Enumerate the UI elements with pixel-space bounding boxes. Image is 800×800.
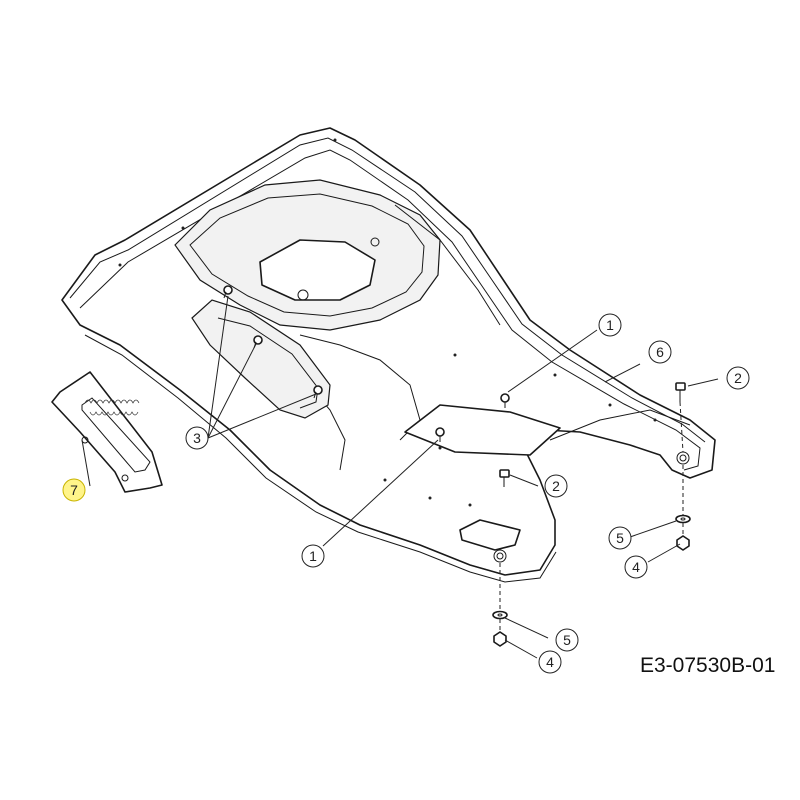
nut-icon bbox=[493, 631, 507, 647]
leader-lines bbox=[81, 295, 719, 659]
bracket-part-7 bbox=[51, 371, 163, 493]
svg-text:6: 6 bbox=[656, 344, 664, 360]
svg-text:3: 3 bbox=[193, 430, 201, 446]
floor-cover-plate bbox=[404, 404, 561, 456]
drawing-code: E3-07530B-01 bbox=[640, 654, 775, 677]
screw-icon bbox=[223, 285, 233, 299]
svg-text:5: 5 bbox=[616, 530, 624, 546]
svg-text:2: 2 bbox=[552, 478, 560, 494]
svg-text:7: 7 bbox=[70, 482, 78, 498]
callout-6: 6 bbox=[648, 340, 672, 364]
svg-text:1: 1 bbox=[309, 548, 317, 564]
callout-4-bottom: 4 bbox=[538, 650, 562, 674]
bolt-icon bbox=[499, 469, 510, 487]
svg-text:2: 2 bbox=[734, 370, 742, 386]
svg-text:1: 1 bbox=[606, 317, 614, 333]
callout-1-upper: 1 bbox=[598, 313, 622, 337]
callout-5-right: 5 bbox=[608, 526, 632, 550]
callout-4-right: 4 bbox=[624, 555, 648, 579]
fender-outline bbox=[61, 127, 716, 576]
seat-plate bbox=[259, 239, 376, 301]
lower-floor-panel bbox=[459, 519, 521, 551]
screw-icon bbox=[253, 335, 263, 349]
svg-text:4: 4 bbox=[632, 559, 640, 575]
svg-text:4: 4 bbox=[546, 654, 554, 670]
callout-7-highlighted: 7 bbox=[62, 478, 86, 502]
callout-2-center: 2 bbox=[544, 474, 568, 498]
callout-1-lower: 1 bbox=[301, 544, 325, 568]
callout-3: 3 bbox=[185, 426, 209, 450]
callout-2-right: 2 bbox=[726, 366, 750, 390]
svg-text:5: 5 bbox=[563, 632, 571, 648]
nut-icon bbox=[676, 535, 690, 551]
left-side-recess bbox=[191, 299, 331, 419]
screw-icon bbox=[500, 393, 510, 408]
fender-body bbox=[61, 127, 716, 583]
screw-icon bbox=[435, 427, 445, 442]
callout-5-bottom: 5 bbox=[555, 628, 579, 652]
washer-icon bbox=[675, 514, 691, 524]
bolt-icon bbox=[675, 382, 686, 402]
screw-icon bbox=[313, 385, 323, 399]
washer-icon bbox=[492, 610, 508, 620]
fasteners bbox=[223, 285, 691, 647]
